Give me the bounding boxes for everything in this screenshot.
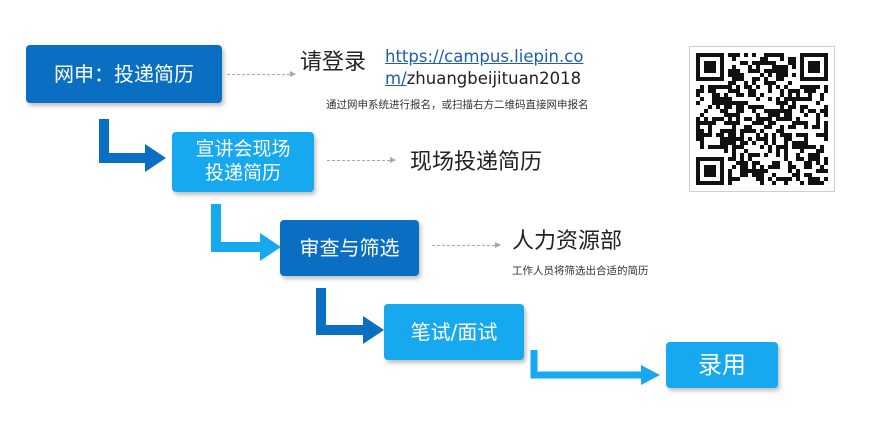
recruitment-url-line2: m/zhuangbeijituan2018	[385, 68, 581, 90]
login-title: 请登录	[300, 50, 367, 75]
dashed-arrow-2	[327, 157, 396, 163]
connector-arrow-1	[99, 119, 147, 163]
step-onsite-submission-line1: 宣讲会现场	[195, 138, 291, 161]
connector-arrowhead-2	[260, 233, 281, 261]
step-review-screening-label: 审查与筛选	[299, 235, 400, 260]
step-onsite-submission: 宣讲会现场 投递简历	[172, 132, 314, 192]
step-exam-interview: 笔试/面试	[384, 304, 524, 360]
step-online-application-label: 网申：投递简历	[54, 61, 194, 86]
login-description: 通过网申系统进行报名，或扫描右方二维码直接网申报名	[326, 99, 589, 111]
hr-description: 工作人员将筛选出合适的简历	[512, 265, 649, 277]
step-review-screening: 审查与筛选	[280, 220, 419, 276]
step-onsite-submission-line2: 投递简历	[204, 162, 281, 184]
recruitment-url-link-part[interactable]: m/	[385, 69, 407, 88]
step-hired: 录用	[666, 342, 778, 388]
step-online-application: 网申：投递简历	[26, 45, 222, 103]
onsite-note: 现场投递简历	[410, 150, 543, 175]
hr-title: 人力资源部	[512, 229, 623, 254]
connector-arrowhead-4	[641, 365, 660, 385]
dashed-arrow-3	[432, 242, 501, 248]
recruitment-url-rest: zhuangbeijituan2018	[406, 69, 582, 88]
dashed-arrow-1	[227, 71, 296, 77]
qr-code-icon[interactable]	[689, 46, 835, 192]
connector-arrow-2	[211, 204, 262, 252]
recruitment-url-line1[interactable]: https://campus.liepin.co	[385, 47, 584, 66]
connector-arrowhead-1	[145, 144, 166, 172]
connector-arrow-4	[530, 350, 644, 379]
connector-arrowhead-3	[363, 316, 384, 344]
step-exam-interview-label: 笔试/面试	[410, 319, 498, 344]
qr-code-graphic	[696, 53, 828, 185]
step-hired-label: 录用	[698, 351, 746, 379]
connector-arrow-3	[316, 288, 365, 335]
